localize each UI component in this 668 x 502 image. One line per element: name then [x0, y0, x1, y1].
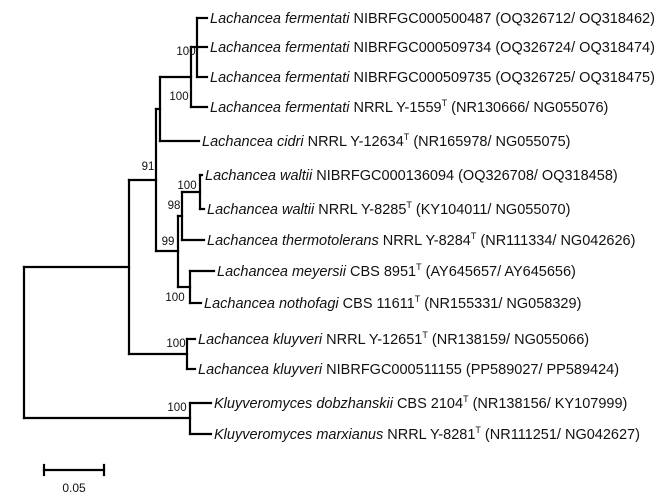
taxon-species-name: Lachancea fermentati	[210, 100, 353, 116]
taxon-label: Lachancea fermentati NIBRFGC000509735 (O…	[210, 70, 655, 86]
taxon-species-name: Lachancea cidri	[202, 134, 308, 150]
type-strain-mark: T	[416, 262, 422, 272]
taxon-species-name: Kluyveromyces marxianus	[214, 427, 387, 443]
taxon-accessions: (OQ326708/ OQ318458)	[454, 168, 618, 184]
taxon-accessions: (NR155331/ NG058329)	[420, 296, 581, 312]
taxon-accessions: (OQ326725/ OQ318475)	[491, 70, 655, 86]
bootstrap-value-waltii-pair: 100	[177, 180, 196, 192]
taxon-accessions: (KY104011/ NG055070)	[412, 202, 571, 218]
bootstrap-value-kluyveromyces-pair: 100	[167, 402, 186, 414]
taxon-strain: NRRL Y-12634	[308, 134, 404, 150]
taxon-strain: CBS 11611	[343, 296, 415, 312]
taxon-label: Kluyveromyces dobzhanskii CBS 2104T (NR1…	[214, 394, 627, 412]
taxon-accessions: (NR130666/ NG055076)	[447, 100, 608, 116]
taxon-label: Lachancea waltii NRRL Y-8285T (KY104011/…	[207, 200, 570, 218]
bootstrap-value-kluyveri-pair: 100	[166, 338, 185, 350]
type-strain-mark: T	[471, 231, 477, 241]
taxon-accessions: (NR138156/ KY107999)	[469, 396, 628, 412]
taxon-strain: NIBRFGC000509735	[353, 70, 491, 86]
taxon-strain: NIBRFGC000136094	[316, 168, 454, 184]
taxon-species-name: Lachancea kluyveri	[198, 332, 326, 348]
taxon-accessions: (PP589027/ PP589424)	[462, 362, 619, 378]
taxon-label: Lachancea thermotolerans NRRL Y-8284T (N…	[207, 231, 635, 249]
taxon-label: Lachancea fermentati NIBRFGC000500487 (O…	[210, 11, 655, 27]
taxon-label: Lachancea meyersii CBS 8951T (AY645657/ …	[217, 262, 576, 280]
taxon-species-name: Lachancea kluyveri	[198, 362, 326, 378]
taxon-accessions: (NR165978/ NG055075)	[409, 134, 570, 150]
bootstrap-value-fermentati-cidri: 100	[169, 91, 188, 103]
bootstrap-value-fermentati-cluster: 100	[176, 46, 195, 58]
bootstrap-value-main-lachancea: 91	[142, 161, 155, 173]
taxon-species-name: Lachancea waltii	[207, 202, 318, 218]
taxon-strain: CBS 8951	[350, 264, 416, 280]
taxon-label: Lachancea nothofagi CBS 11611T (NR155331…	[204, 294, 581, 312]
type-strain-mark: T	[422, 330, 428, 340]
taxon-species-name: Lachancea fermentati	[210, 70, 353, 86]
taxon-label: Lachancea waltii NIBRFGC000136094 (OQ326…	[205, 168, 618, 184]
taxon-species-name: Lachancea fermentati	[210, 11, 353, 27]
type-strain-mark: T	[415, 294, 421, 304]
bootstrap-value-waltii-thermotolerans: 98	[168, 200, 181, 212]
tree-branches	[22, 16, 216, 436]
taxon-strain: CBS 2104	[397, 396, 463, 412]
type-strain-mark: T	[406, 200, 412, 210]
taxon-label: Lachancea kluyveri NRRL Y-12651T (NR1381…	[198, 330, 589, 348]
taxon-accessions: (NR111251/ NG042627)	[481, 427, 640, 443]
taxon-label: Lachancea cidri NRRL Y-12634T (NR165978/…	[202, 132, 571, 150]
taxon-accessions: (OQ326724/ OQ318474)	[491, 40, 655, 56]
taxon-strain: NRRL Y-8285	[318, 202, 406, 218]
taxon-label: Lachancea fermentati NRRL Y-1559T (NR130…	[210, 98, 608, 116]
taxon-species-name: Lachancea fermentati	[210, 40, 353, 56]
taxon-strain: NRRL Y-8284	[383, 233, 471, 249]
taxon-labels: Lachancea fermentati NIBRFGC000500487 (O…	[198, 11, 655, 443]
bootstrap-value-meyersii-nothofagi: 100	[165, 292, 184, 304]
taxon-species-name: Lachancea meyersii	[217, 264, 350, 280]
taxon-species-name: Kluyveromyces dobzhanskii	[214, 396, 397, 412]
type-strain-mark: T	[475, 425, 481, 435]
type-strain-mark: T	[463, 394, 469, 404]
bootstrap-value-waltii-meyersii-group: 99	[162, 236, 175, 248]
taxon-species-name: Lachancea thermotolerans	[207, 233, 383, 249]
taxon-strain: NRRL Y-8281	[387, 427, 475, 443]
type-strain-mark: T	[442, 98, 448, 108]
type-strain-mark: T	[404, 132, 410, 142]
taxon-accessions: (AY645657/ AY645656)	[422, 264, 576, 280]
bootstrap-values: 100 100 91 100 98 99 100 100 100	[142, 46, 197, 414]
scale-bar-label: 0.05	[62, 481, 86, 495]
taxon-strain: NIBRFGC000500487	[353, 11, 491, 27]
taxon-species-name: Lachancea nothofagi	[204, 296, 343, 312]
taxon-label: Lachancea kluyveri NIBRFGC000511155 (PP5…	[198, 362, 619, 378]
taxon-accessions: (NR138159/ NG055066)	[428, 332, 589, 348]
taxon-label: Kluyveromyces marxianus NRRL Y-8281T (NR…	[214, 425, 640, 443]
taxon-accessions: (NR111334/ NG042626)	[476, 233, 635, 249]
taxon-species-name: Lachancea waltii	[205, 168, 316, 184]
scale-bar: 0.05	[42, 463, 106, 495]
taxon-strain: NIBRFGC000511155	[326, 362, 462, 378]
taxon-accessions: (OQ326712/ OQ318462)	[491, 11, 655, 27]
taxon-strain: NRRL Y-12651	[326, 332, 422, 348]
taxon-label: Lachancea fermentati NIBRFGC000509734 (O…	[210, 40, 655, 56]
taxon-strain: NRRL Y-1559	[353, 100, 441, 116]
taxon-strain: NIBRFGC000509734	[353, 40, 491, 56]
